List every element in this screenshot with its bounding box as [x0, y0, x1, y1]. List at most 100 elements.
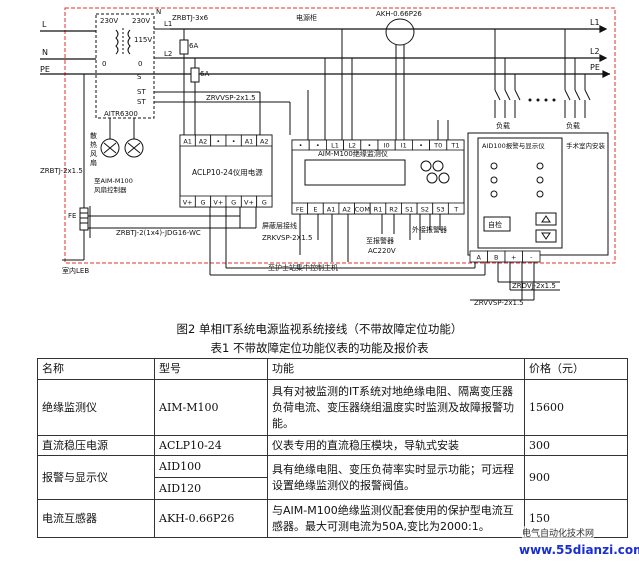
cable-label-c5: ZRKVSP-2X1.5 — [262, 234, 312, 242]
terminal-pin-label: FE — [296, 206, 304, 214]
terminal-pin-label: A2 — [199, 138, 208, 146]
terminal-pin-label: • — [316, 142, 320, 150]
ext-alarm-label: 外接报警器 — [412, 225, 447, 234]
cell-name: 电流互感器 — [37, 499, 155, 538]
cooling-fans — [100, 118, 144, 158]
current-transformer-model: AKH-0.66P26 — [376, 10, 422, 18]
current-transformer-ring — [385, 18, 415, 46]
terminal-pin-label: COM — [355, 206, 370, 214]
fuse-2-rating: 6A — [200, 70, 209, 78]
psu-top-pins: A1 A2 • • A1 A2 — [179, 134, 273, 147]
table-caption: 表1 不带故障定位功能仪表的功能及报价表 — [210, 341, 429, 355]
terminal-pin-label: A1 — [183, 138, 192, 146]
busbar-label: 电源柜 — [296, 13, 317, 22]
terminal-pin — [447, 202, 465, 215]
terminal-pin-label: I0 — [384, 142, 390, 150]
monitor-display — [304, 159, 406, 186]
cell-name: 报警与显示仪 — [37, 455, 155, 500]
figure-caption: 图2 单相IT系统电源监视系统接线（不带故障定位功能） — [176, 322, 463, 336]
fuse-leads — [154, 28, 291, 135]
terminal-pin-label: A2 — [260, 138, 269, 146]
ct-leads — [395, 45, 405, 140]
cell-function: 仪表专用的直流稳压模块，导轨式安装 — [267, 435, 525, 456]
line-label-n: N — [42, 48, 48, 57]
line-label-pe-right: PE — [590, 63, 600, 72]
terminal-pin-label: E — [313, 206, 317, 214]
load-1-label: 负载 — [496, 121, 510, 130]
transformer-s: S — [137, 73, 142, 81]
signal-wires — [62, 29, 560, 301]
cell-model: AID100 — [154, 455, 268, 478]
terminal-pin-label: B — [494, 254, 498, 262]
terminal-pin-label: S2 — [421, 206, 429, 214]
terminal-pin-label: A1 — [327, 206, 336, 214]
alarm-display-unit — [467, 132, 609, 256]
terminal-pin-label: • — [299, 142, 303, 150]
terminal-pin-label: V+ — [244, 199, 254, 207]
transformer-zero-right: 0 — [138, 60, 142, 68]
cell-name: 绝缘监测仪 — [37, 379, 155, 436]
line-label-pe: PE — [40, 65, 50, 74]
alarm-output-label: 至报警器 — [366, 236, 394, 245]
cell-price: 900 — [524, 455, 628, 500]
terminal-pin-label: L1 — [331, 142, 339, 150]
psu-name: ACLP10-24仪用电源 — [192, 167, 263, 177]
terminal-pin-label: V+ — [183, 199, 193, 207]
table-row: 报警与显示仪 AID100 具有绝缘电阻、变压负荷率实时显示功能；可远程设置绝缘… — [37, 455, 628, 500]
table-row: 直流稳压电源 ACLP10-24 仪表专用的直流稳压模块，导轨式安装 300 — [37, 435, 628, 456]
self-test-button — [483, 216, 511, 232]
cell-function: 具有绝缘电阻、变压负荷率实时显示功能；可远程设置绝缘监测仪的报警阀值。 — [267, 455, 525, 500]
cell-model: ACLP10-24 — [154, 435, 268, 456]
cell-model: AIM-M100 — [154, 379, 268, 436]
terminal-pin-label: G — [231, 199, 236, 207]
terminal-pin-label: • — [367, 142, 371, 150]
cable-label-c1: ZRBTJ-3x6 — [172, 14, 209, 22]
self-test-label: 自检 — [488, 220, 502, 229]
terminal-pin-label: T0 — [433, 142, 442, 150]
alarm-inner-frame — [477, 137, 563, 249]
table-header-row: 名称 型号 功能 价格（元） — [37, 358, 628, 380]
cell-name: 直流稳压电源 — [37, 435, 155, 456]
terminal-pin-label: • — [216, 138, 220, 146]
terminal-pin-label: • — [232, 138, 236, 146]
cable-label-c6: ZRDVJ-2x1.5 — [512, 282, 556, 290]
terminal-pin-label: A1 — [245, 138, 254, 146]
ac220-label: AC220V — [368, 247, 396, 255]
transformer-st2: ST — [137, 98, 146, 106]
table-row: 绝缘监测仪 AIM-M100 具有对被监测的IT系统对地绝缘电阻、隔离变压器负荷… — [37, 379, 628, 436]
host-label: 至护士站集中控制主机 — [268, 263, 338, 272]
terminal-pin — [256, 195, 273, 208]
alarm-button-up — [535, 212, 557, 226]
transformer-pin-n: N — [156, 8, 161, 16]
terminal-pin — [446, 139, 465, 151]
load-2-label: 负载 — [566, 121, 580, 130]
fuse-1-rating: 6A — [189, 42, 198, 50]
cell-model: AID120 — [154, 477, 268, 500]
terminal-pin-label: T1 — [450, 142, 459, 150]
cable-label-c3: ZRVVSP-2x1.5 — [206, 94, 256, 102]
terminal-pin-label: A2 — [342, 206, 351, 214]
header-model: 型号 — [154, 358, 268, 380]
function-price-table: 名称 型号 功能 价格（元） 绝缘监测仪 AIM-M100 具有对被监测的IT系… — [37, 358, 628, 538]
monitor-buttons — [420, 160, 450, 184]
terminal-pin-label: - — [530, 254, 533, 262]
cable-label-c2: ZRBTJ-2x1.5 — [40, 167, 83, 175]
watermark-site-name: 电气自动化技术网 — [522, 526, 595, 539]
cell-price: 15600 — [524, 379, 628, 436]
transformer-st: ST — [137, 88, 146, 96]
isolation-transformer — [95, 13, 155, 119]
transformer-zero-left: 0 — [102, 60, 106, 68]
watermark-site-url: www.55dianzi.com — [519, 543, 639, 557]
terminal-pin — [522, 250, 541, 263]
ground-label: 室内LEB — [62, 266, 89, 275]
load-switches — [494, 29, 591, 118]
ground-loop-label: 屏蔽层接线 — [262, 221, 297, 230]
cell-function: 与AIM-M100绝缘监测仪配套使用的保护型电流互感器。最大可测电流为50A,变… — [267, 499, 525, 538]
header-price: 价格（元） — [524, 358, 628, 380]
terminal-pin — [256, 134, 273, 147]
alarm-name: AID100报警与显示仪 — [482, 141, 545, 150]
line-label-l1: L1 — [590, 18, 600, 27]
